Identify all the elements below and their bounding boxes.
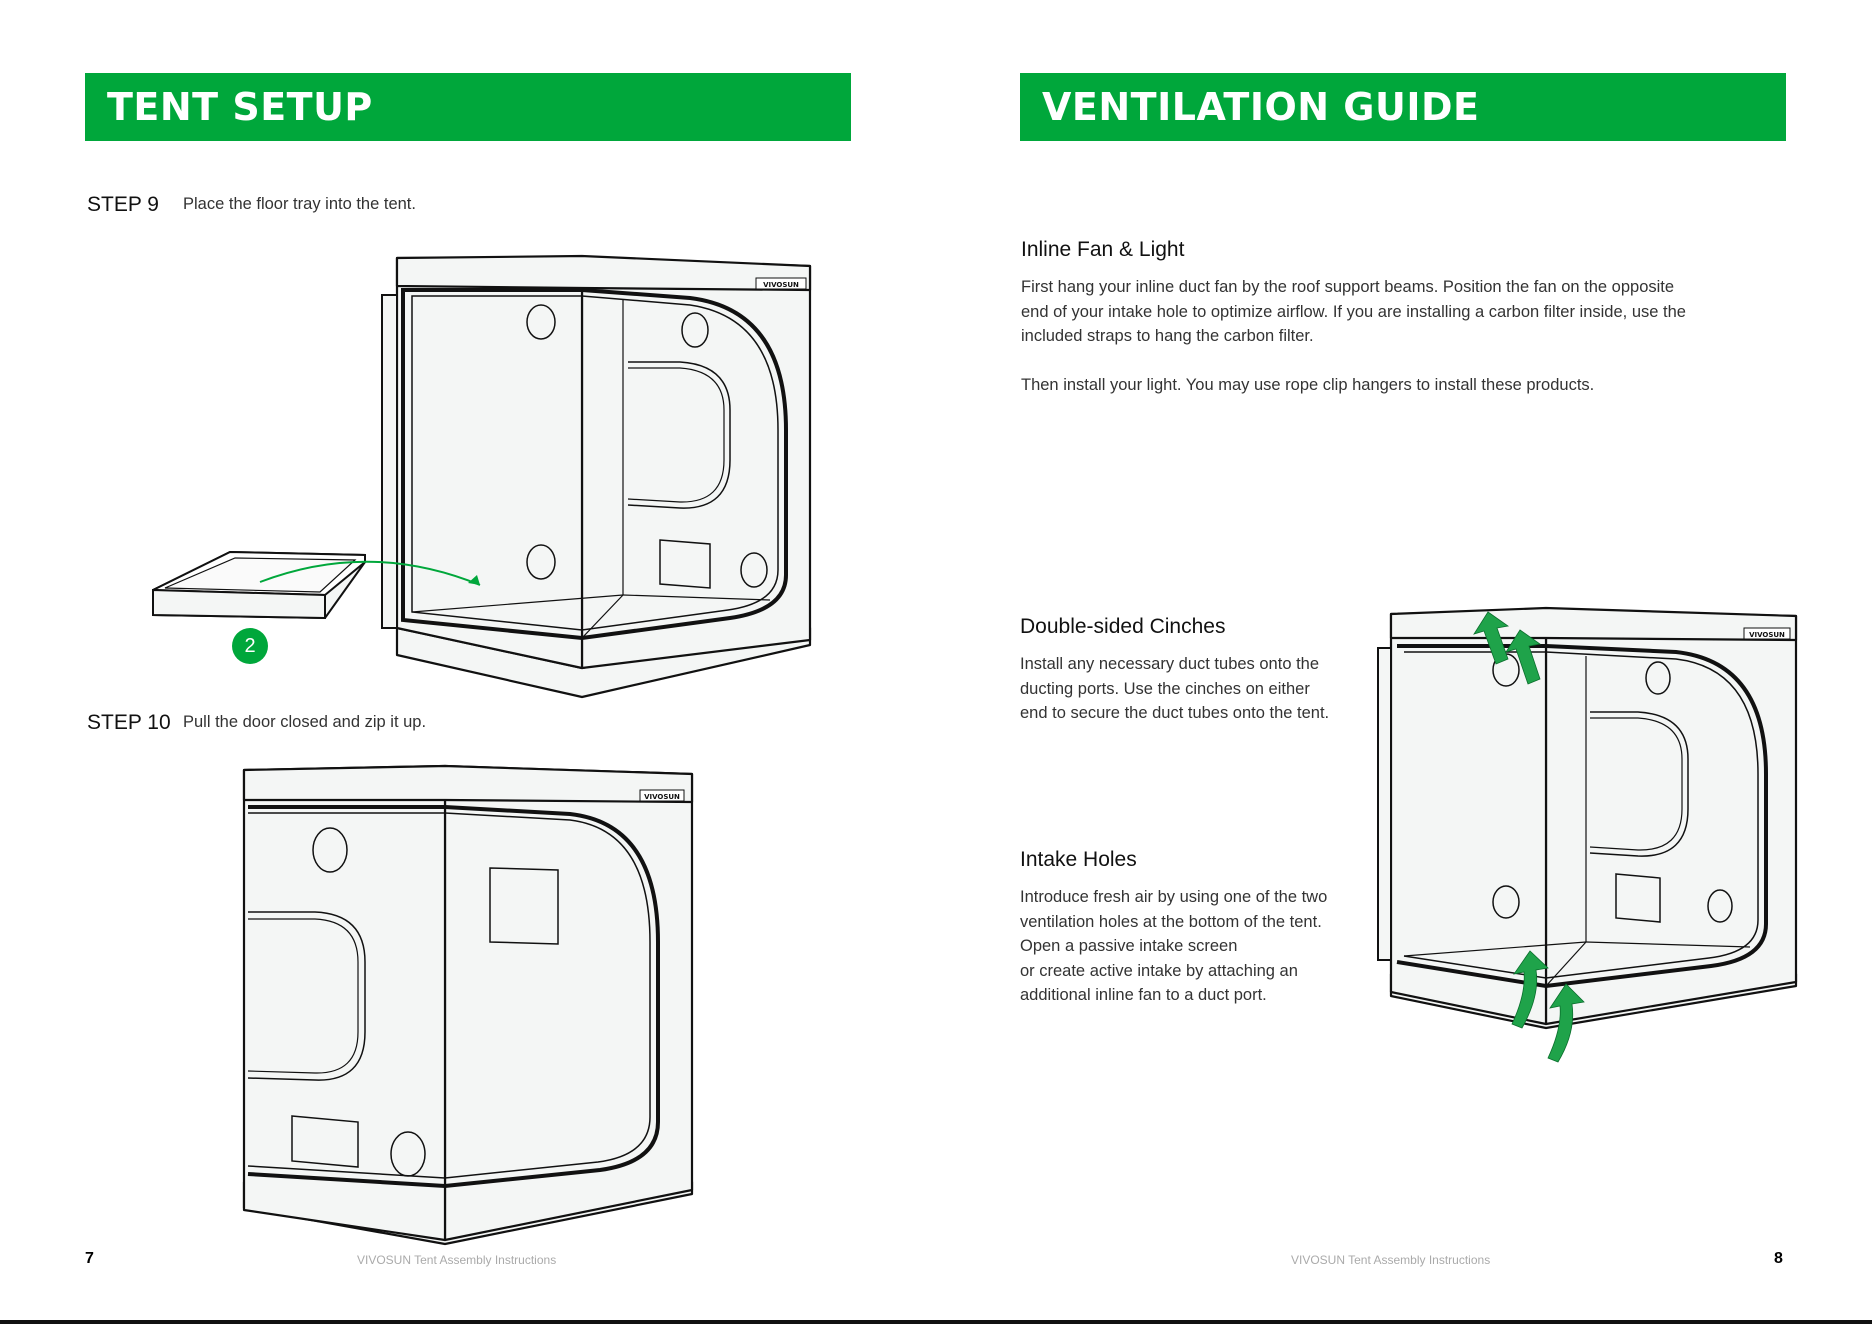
step-10-text: Pull the door closed and zip it up. bbox=[183, 713, 427, 731]
section-banner-tent-setup: TENT SETUP bbox=[85, 73, 851, 141]
step-10-label: STEP 10 bbox=[87, 711, 171, 734]
section-banner-ventilation-guide: VENTILATION GUIDE bbox=[1020, 73, 1786, 141]
bottom-border bbox=[0, 1320, 1872, 1324]
left-page: TENT SETUP STEP 9 Place the floor tray i… bbox=[85, 73, 851, 1267]
tent-ventilation-illustration: VIVOSUN bbox=[1377, 606, 1798, 1063]
section-body-cinches: Install any necessary duct tubes onto th… bbox=[1020, 655, 1330, 722]
right-page: VENTILATION GUIDE Inline Fan & Light Fir… bbox=[936, 0, 1872, 1324]
vivosun-logo-small: VIVOSUN bbox=[644, 793, 680, 801]
page-number: 8 bbox=[1774, 1250, 1783, 1267]
section-title-cinches: Double-sided Cinches bbox=[1020, 615, 1226, 638]
page-number: 7 bbox=[85, 1250, 94, 1267]
step-badge: 2 bbox=[232, 628, 268, 664]
tent-open-illustration: VIVOSUN bbox=[152, 254, 812, 699]
vivosun-logo-small: VIVOSUN bbox=[1749, 631, 1785, 639]
section-title-inline-fan: Inline Fan & Light bbox=[1021, 238, 1185, 261]
vivosun-logo-small: VIVOSUN bbox=[763, 281, 799, 289]
page-footer: VIVOSUN Tent Assembly Instructions bbox=[1291, 1253, 1491, 1267]
step-9-label: STEP 9 bbox=[87, 193, 159, 216]
tent-closed-illustration: VIVOSUN bbox=[242, 764, 694, 1246]
section-title-intake-holes: Intake Holes bbox=[1020, 848, 1137, 871]
section-body-inline-fan: First hang your inline duct fan by the r… bbox=[1021, 278, 1686, 394]
page-footer: VIVOSUN Tent Assembly Instructions bbox=[357, 1253, 557, 1267]
section-body-intake-holes: Introduce fresh air by using one of the … bbox=[1020, 888, 1328, 1004]
step-9-text: Place the floor tray into the tent. bbox=[183, 195, 416, 213]
